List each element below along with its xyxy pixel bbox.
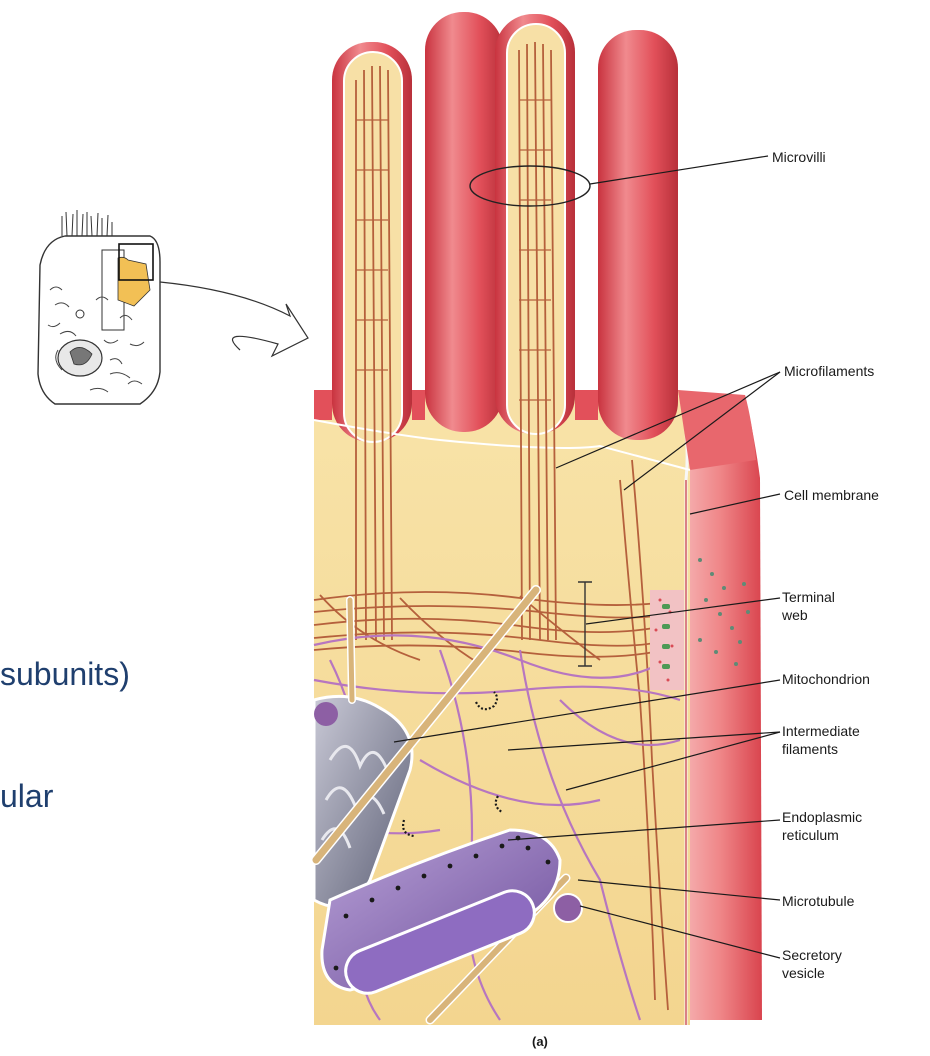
label-intermediate-filaments: Intermediate filaments <box>782 722 860 758</box>
label-endoplasmic-reticulum: Endoplasmic reticulum <box>782 808 862 844</box>
slide-text-line-2: ular <box>0 778 53 815</box>
secretory-vesicle <box>554 894 582 922</box>
figure-caption: (a) <box>532 1034 548 1049</box>
label-intermediate-filaments-line2: filaments <box>782 740 860 758</box>
vesicle-small <box>314 702 338 726</box>
label-endoplasmic-reticulum-line2: reticulum <box>782 826 862 844</box>
label-secretory-vesicle: Secretory vesicle <box>782 946 842 982</box>
overview-cell <box>38 210 308 404</box>
label-intermediate-filaments-line1: Intermediate <box>782 722 860 740</box>
slide-text-line-1: subunits) <box>0 656 130 693</box>
label-secretory-vesicle-line1: Secretory <box>782 946 842 964</box>
label-terminal-web: Terminal web <box>782 588 835 624</box>
label-cell-membrane: Cell membrane <box>784 486 879 504</box>
label-mitochondrion: Mitochondrion <box>782 670 870 688</box>
label-microvilli: Microvilli <box>772 148 826 166</box>
label-terminal-web-line2: web <box>782 606 835 624</box>
label-microtubule: Microtubule <box>782 892 854 910</box>
label-secretory-vesicle-line2: vesicle <box>782 964 842 982</box>
cell-body <box>314 12 762 1025</box>
label-endoplasmic-reticulum-line1: Endoplasmic <box>782 808 862 826</box>
label-microfilaments: Microfilaments <box>784 362 874 380</box>
label-terminal-web-line1: Terminal <box>782 588 835 606</box>
